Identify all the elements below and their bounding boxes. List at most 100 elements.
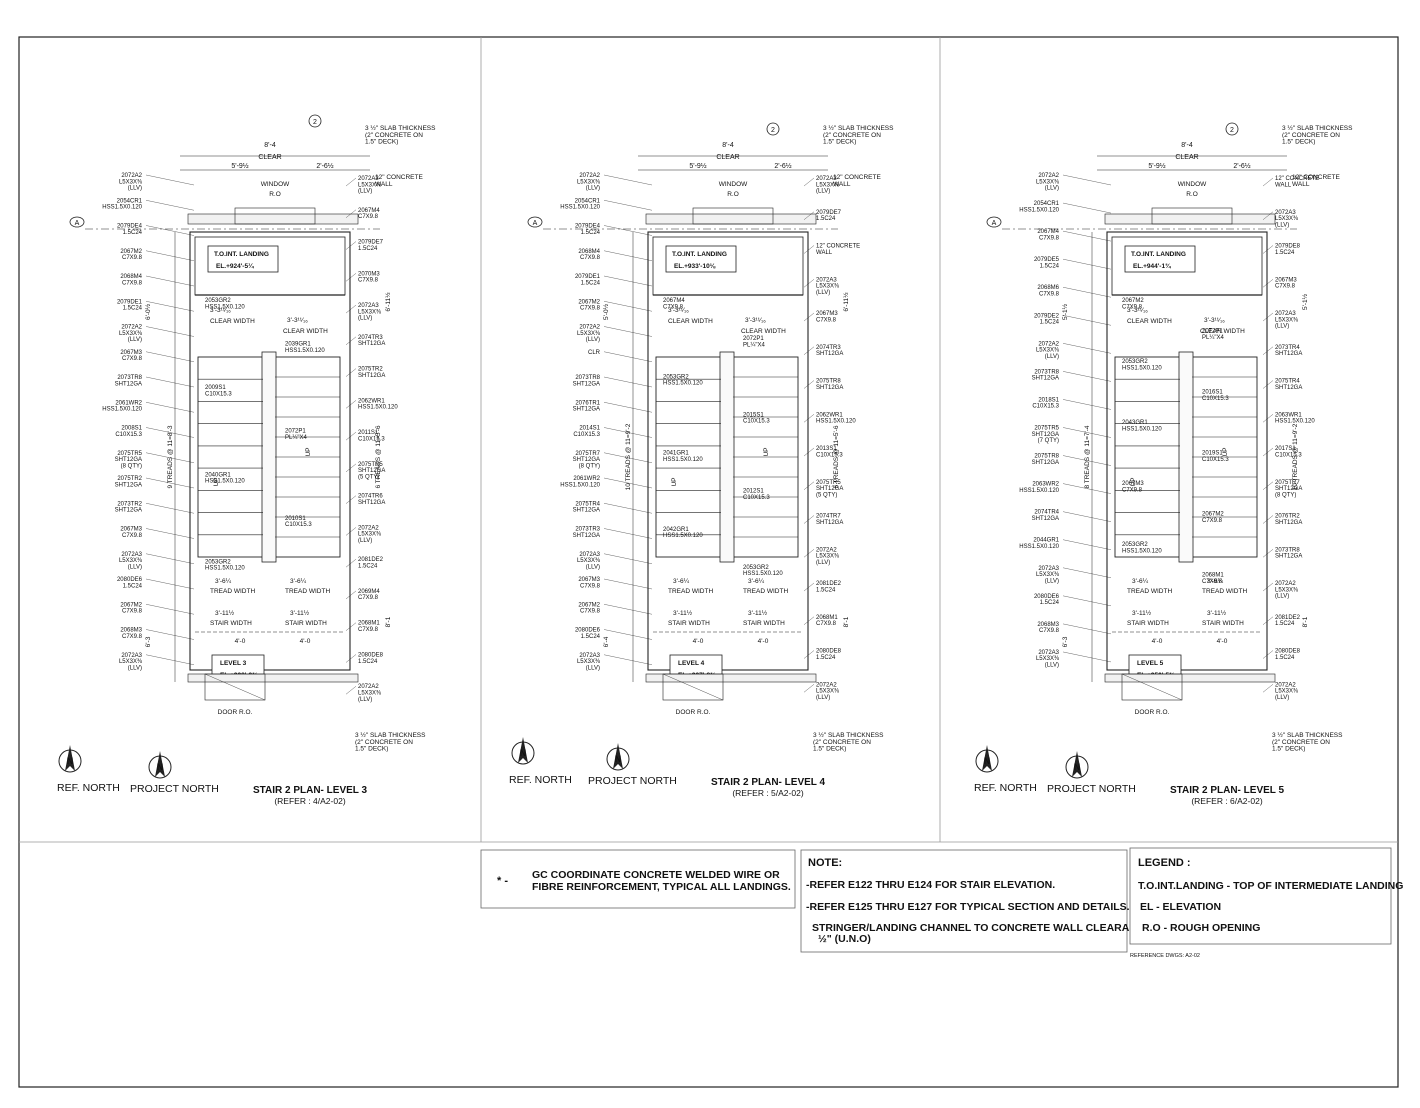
leader-line <box>145 629 195 640</box>
leader-line <box>345 177 357 187</box>
leader-line <box>803 211 815 220</box>
plan-refer: (REFER : 6/A2-02) <box>1191 796 1262 806</box>
clear-width-dim: 3'-3¹¹⁄₁₆ <box>210 307 231 314</box>
stair-width-label: STAIR WIDTH <box>668 620 710 627</box>
side-dim: 6'-11½ <box>384 292 392 312</box>
clear-width-label: CLEAR WIDTH <box>668 318 713 325</box>
project-north-icon-arrow <box>1072 751 1082 777</box>
leader-line <box>603 427 653 438</box>
overall-dim: 8'-4 <box>1181 142 1193 149</box>
grid-bubble-left <box>986 216 1002 228</box>
treads-left-dim: 8 TREADS @ 11=7'-4 <box>1084 425 1091 488</box>
concrete-wall-bottom <box>187 673 359 683</box>
leader-line <box>145 553 195 564</box>
leader-line <box>1062 483 1112 494</box>
stair-width-dim: 3'-11½ <box>748 609 768 617</box>
landing-elevation: EL.+944'-1¾ <box>1133 262 1171 270</box>
level-label: LEVEL 3 <box>220 660 247 667</box>
treads-left-dim: 9 TREADS @ 11=8'-3 <box>167 425 174 488</box>
stair-width-label: STAIR WIDTH <box>1202 620 1244 627</box>
note-line: -REFER E125 THRU E127 FOR TYPICAL SECTIO… <box>806 901 1130 913</box>
up-arrow-label: UP <box>213 477 220 486</box>
leader-line <box>1062 230 1112 242</box>
stair-width-label: STAIR WIDTH <box>743 620 785 627</box>
plan-title: STAIR 2 PLAN- LEVEL 5 <box>1170 785 1285 796</box>
leader-line <box>1262 616 1274 625</box>
clear-width-label: CLEAR WIDTH <box>741 328 786 335</box>
leader-line <box>345 527 357 536</box>
project-north-icon-n: N <box>1074 762 1081 772</box>
stringer-center <box>719 351 735 563</box>
leader-line <box>1262 279 1274 288</box>
leader-line <box>145 402 195 413</box>
up-arrow-label: UP <box>305 447 312 456</box>
leader-line <box>603 301 653 312</box>
window-ro: R.O <box>727 191 739 198</box>
up-arrow-label: UP <box>671 477 678 486</box>
leader-line <box>145 477 195 489</box>
tread-width-label: TREAD WIDTH <box>1202 588 1247 595</box>
stair-enclosure <box>1106 231 1268 671</box>
tread-width-label: TREAD WIDTH <box>210 588 255 595</box>
note-title: NOTE: <box>808 857 842 869</box>
project-north-icon-n: N <box>615 754 622 764</box>
legend-line: EL - ELEVATION <box>1140 901 1221 913</box>
leader-line <box>1262 650 1274 659</box>
plan-title: STAIR 2 PLAN- LEVEL 3 <box>253 785 368 796</box>
leader-line <box>145 528 195 539</box>
grid-label-top: 2 <box>313 119 317 126</box>
grid-bubble-top <box>766 122 780 136</box>
tread-width-dim: 3'-6¼ <box>290 578 307 585</box>
door-label: DOOR R.O. <box>676 709 711 716</box>
leader-line <box>803 549 815 558</box>
leader-line <box>803 380 815 389</box>
door-opening <box>204 673 266 701</box>
leader-line <box>145 174 195 186</box>
side-dim: 5'-1½ <box>1061 303 1069 320</box>
landing-label: T.O.INT. LANDING <box>1131 251 1186 258</box>
landing-elevation: EL.+933'-10⅛ <box>674 263 716 270</box>
landing-elevation: EL.+924'-5¼ <box>216 262 254 270</box>
leader-line <box>145 225 195 236</box>
leader-line <box>1062 399 1112 410</box>
note-line: -REFER E122 THRU E124 FOR STAIR ELEVATIO… <box>806 879 1055 891</box>
plan-refer: (REFER : 5/A2-02) <box>732 788 803 798</box>
legend-line: T.O.INT.LANDING - TOP OF INTERMEDIATE LA… <box>1138 880 1403 892</box>
leader-line <box>345 559 357 568</box>
leader-line <box>1262 447 1274 457</box>
